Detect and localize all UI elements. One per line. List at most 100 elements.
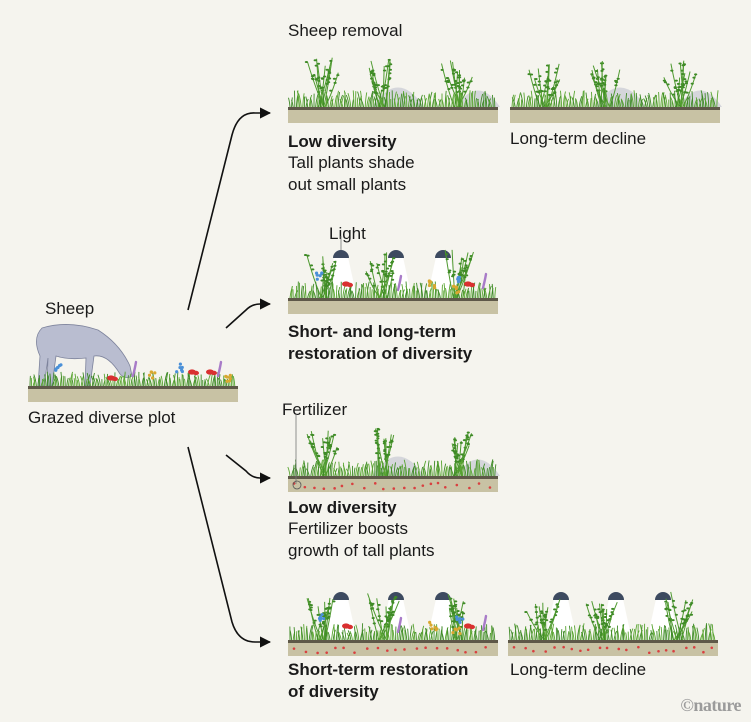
grass-blade: [678, 626, 681, 641]
grass-blade: [454, 463, 459, 477]
sheep-removal-plot: [288, 55, 500, 123]
tall-plant-leaf: [464, 264, 468, 267]
flower: [347, 282, 353, 288]
grass-blade: [572, 90, 576, 108]
fertilizer-light-illustration: [288, 592, 498, 656]
grass-blade: [395, 467, 399, 477]
grass-blade: [419, 282, 424, 299]
tall-plant-leaf: [377, 619, 381, 622]
grass-blade: [589, 630, 593, 641]
grass-blade: [317, 632, 321, 641]
grass-blade: [347, 93, 352, 108]
grass-blade: [552, 631, 556, 641]
grass-blade: [383, 96, 387, 108]
tall-plant-leaf: [390, 261, 394, 264]
tall-plant-leaf: [685, 618, 689, 621]
grass-blade: [55, 376, 60, 387]
tall-plant-leaf: [463, 259, 467, 262]
arrow-to-light: [225, 298, 272, 329]
grass-blade: [525, 626, 529, 641]
grass-blade: [399, 93, 403, 108]
grass-blade: [409, 625, 413, 641]
tall-plant-leaf: [604, 74, 608, 77]
grass-blade: [300, 626, 304, 641]
grass-blade: [660, 626, 663, 641]
grass-blade: [291, 286, 293, 299]
grass-blade: [428, 93, 432, 108]
fertilizer-pellet: [342, 646, 345, 650]
tall-plant-leaf: [332, 77, 337, 80]
tall-plant-leaf: [386, 445, 390, 448]
tall-plant-leaf: [382, 87, 386, 90]
grass-blade: [556, 628, 559, 641]
grass-blade: [207, 374, 211, 387]
grass-blade: [343, 90, 347, 108]
flower-spike: [216, 360, 223, 378]
grass-blade: [412, 631, 416, 641]
tall-plant-leaf: [527, 73, 531, 76]
grass-blade: [651, 623, 655, 641]
grass-blade: [159, 376, 162, 387]
grass-blade: [447, 281, 452, 299]
grass-blade: [386, 459, 390, 477]
grass-blade: [460, 289, 464, 299]
grass-blade: [308, 625, 313, 641]
grass-blade: [483, 466, 486, 477]
grass-blade: [476, 282, 480, 299]
grass-blade: [417, 288, 421, 299]
grass-blade: [408, 95, 413, 108]
tall-plant-leaf: [391, 610, 395, 613]
grass-blade: [353, 626, 357, 641]
flower: [451, 630, 455, 635]
grass-blade: [321, 459, 324, 477]
grass-blade: [514, 623, 517, 641]
grass-blade: [312, 631, 315, 641]
tall-plant-leaf: [310, 75, 315, 78]
grass-blade: [606, 629, 610, 641]
grass-blade: [305, 625, 308, 641]
fertilizer-pellet: [456, 648, 460, 652]
tall-plant-leaf: [388, 68, 392, 71]
tall-plant-leaf: [454, 600, 458, 603]
grass-blade: [449, 467, 454, 477]
fertilizer-pellet: [435, 646, 439, 650]
grass-blade: [337, 624, 339, 641]
grass-blade: [432, 281, 435, 299]
tall-plant-leaf: [550, 618, 554, 621]
tall-plant-leaf: [591, 620, 595, 623]
tall-plant-leaf: [325, 82, 329, 85]
fertilizer-light-followup-plot: [508, 590, 718, 656]
grass-blade: [533, 98, 536, 108]
flower: [454, 615, 459, 619]
grass-blade: [572, 631, 575, 641]
grass-blade: [380, 285, 383, 299]
grass-blade: [33, 376, 36, 387]
grass-blade: [551, 94, 556, 108]
grass-blade: [574, 625, 577, 641]
grass-blade: [182, 374, 185, 387]
lamp-icon: [553, 592, 569, 600]
tall-plant-stem: [324, 446, 338, 477]
grass-blade: [681, 632, 685, 641]
fertilizer-light-title-line1: Short-term restoration: [288, 660, 469, 679]
tall-plant-leaf: [325, 279, 329, 282]
grass-blade: [479, 288, 482, 299]
grass-blade: [297, 630, 301, 641]
sheep-removal-followup-illustration: [510, 60, 722, 123]
tall-plant-leaf: [534, 610, 538, 613]
grass-blade: [368, 625, 373, 641]
flower: [149, 370, 154, 374]
grass-blade: [535, 94, 538, 108]
grass-blade: [444, 626, 449, 641]
grass-blade: [710, 97, 713, 108]
tall-plant-leaf: [463, 276, 467, 279]
grass-blade: [168, 373, 171, 387]
fertilizer-desc-line1: Fertilizer boosts: [288, 519, 408, 538]
grass-blade: [511, 97, 516, 108]
tall-plant-leaf: [594, 81, 598, 84]
tall-plant-leaf: [671, 605, 675, 608]
grass-blade: [37, 377, 40, 387]
tall-plant-leaf: [662, 79, 666, 82]
grass-blade: [361, 464, 364, 477]
